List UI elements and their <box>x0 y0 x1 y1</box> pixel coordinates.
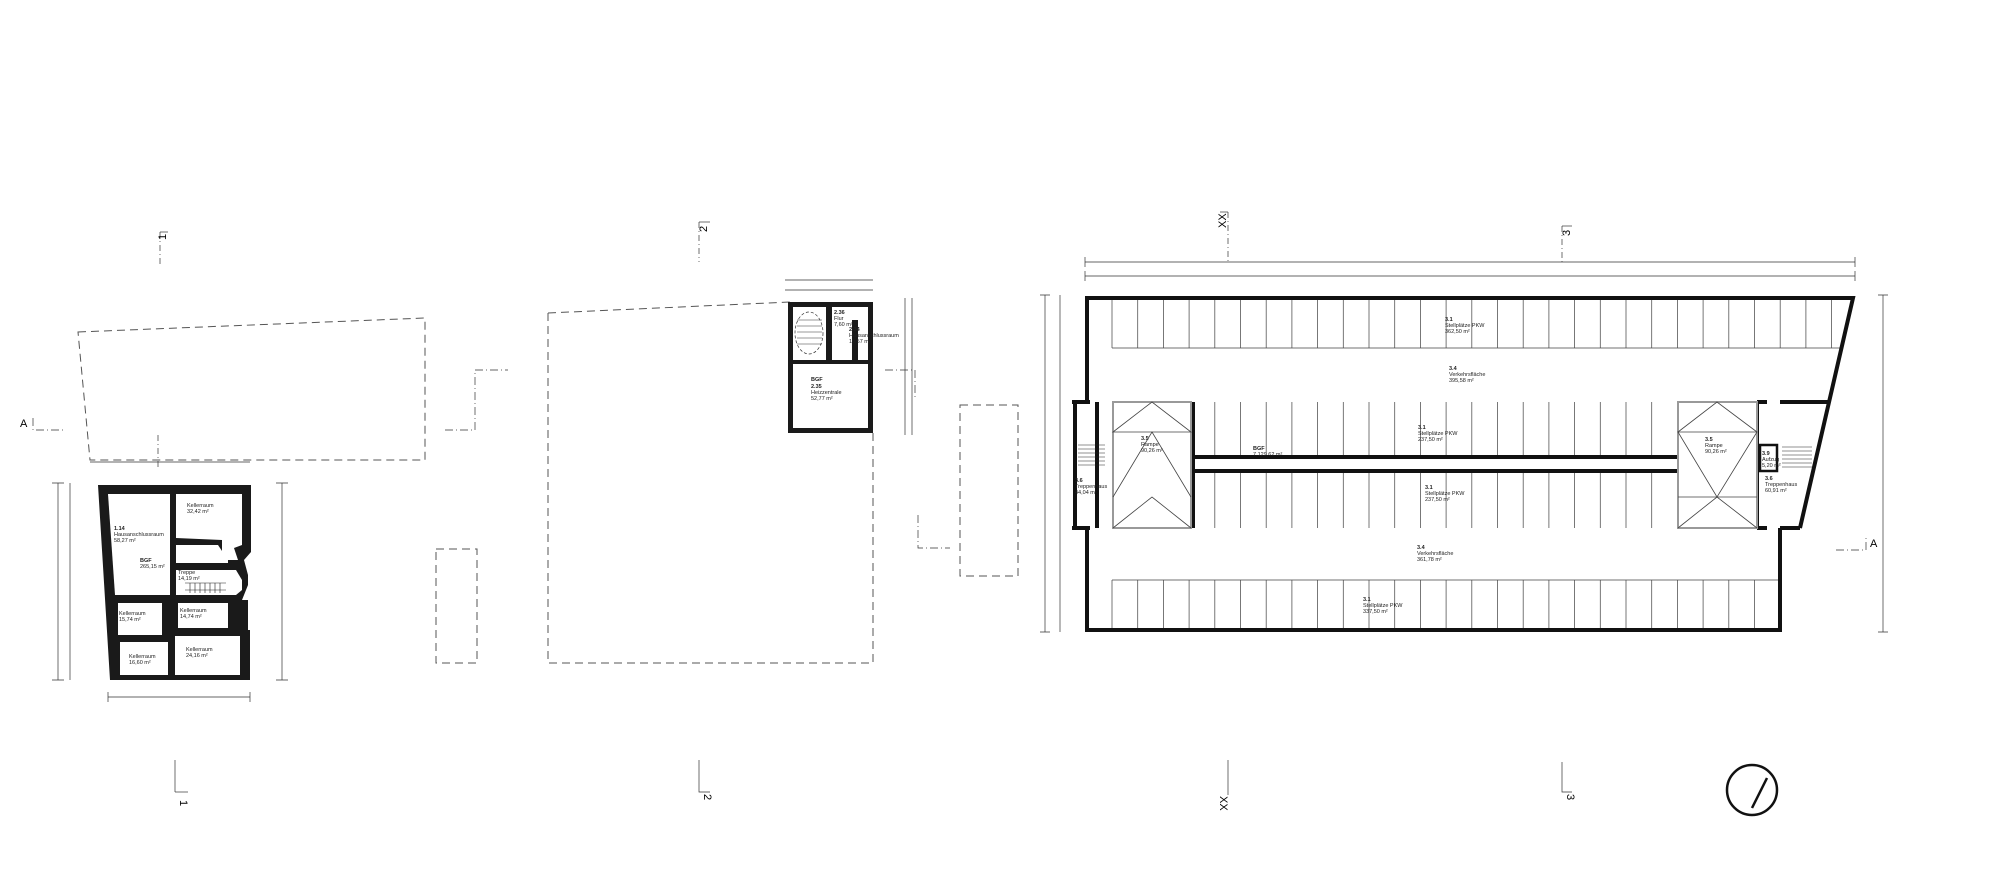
section-marker-a-left: A <box>20 418 64 431</box>
svg-text:Stellplätze PKW: Stellplätze PKW <box>1418 431 1458 437</box>
svg-text:BGF: BGF <box>811 377 823 383</box>
svg-text:Kellerraum: Kellerraum <box>187 503 214 509</box>
svg-text:265,15 m²: 265,15 m² <box>140 564 165 570</box>
svg-text:3.6: 3.6 <box>1075 478 1083 484</box>
svg-text:16,60 m²: 16,60 m² <box>129 660 151 666</box>
svg-text:BGF: BGF <box>140 558 152 564</box>
svg-text:90,26 m²: 90,26 m² <box>1705 449 1727 455</box>
svg-text:Kellerraum: Kellerraum <box>129 654 156 660</box>
garage-building <box>1040 257 1888 633</box>
svg-text:Aufzug: Aufzug <box>1762 457 1779 463</box>
north-arrow-icon <box>1725 763 1779 817</box>
svg-text:3.5: 3.5 <box>1705 437 1713 443</box>
svg-text:7.129,62 m²: 7.129,62 m² <box>1253 452 1283 458</box>
svg-text:44,04 m²: 44,04 m² <box>1075 490 1097 496</box>
svg-text:Heizzentrale: Heizzentrale <box>811 390 842 396</box>
svg-text:24,16 m²: 24,16 m² <box>186 653 208 659</box>
svg-text:15,74 m²: 15,74 m² <box>119 617 141 623</box>
svg-text:14,19 m²: 14,19 m² <box>178 576 200 582</box>
svg-text:Treppenhaus: Treppenhaus <box>1075 484 1107 490</box>
svg-text:3.9: 3.9 <box>1762 451 1770 457</box>
svg-text:3: 3 <box>1561 230 1573 236</box>
svg-text:2: 2 <box>698 226 710 232</box>
section-marker-a-right: A <box>1836 538 1878 551</box>
svg-text:XX: XX <box>1217 796 1229 811</box>
svg-text:Rampe: Rampe <box>1705 443 1723 449</box>
svg-text:2: 2 <box>701 794 713 800</box>
svg-text:1.14: 1.14 <box>114 526 126 532</box>
middle-right-outline <box>917 404 1019 577</box>
svg-text:2.36: 2.36 <box>834 310 845 316</box>
svg-text:1: 1 <box>177 800 189 806</box>
svg-text:Hausanschlussraum: Hausanschlussraum <box>849 333 899 339</box>
svg-text:3.1: 3.1 <box>1445 317 1453 323</box>
svg-text:58,27 m²: 58,27 m² <box>114 538 136 544</box>
svg-text:A: A <box>1870 538 1878 550</box>
svg-text:Hausanschlussraum: Hausanschlussraum <box>114 532 164 538</box>
svg-text:Stellplätze PKW: Stellplätze PKW <box>1363 603 1403 609</box>
svg-text:BGF: BGF <box>1253 446 1265 452</box>
svg-text:Treppe: Treppe <box>178 570 195 576</box>
svg-text:362,50 m²: 362,50 m² <box>1445 329 1470 335</box>
svg-text:7,60 m²: 7,60 m² <box>834 322 853 328</box>
svg-text:3.1: 3.1 <box>1418 425 1426 431</box>
svg-text:Rampe: Rampe <box>1141 442 1159 448</box>
svg-text:Kellerraum: Kellerraum <box>180 608 207 614</box>
svg-text:2.34: 2.34 <box>849 327 861 333</box>
svg-text:60,91 m²: 60,91 m² <box>1765 488 1787 494</box>
svg-text:5,20 m²: 5,20 m² <box>1762 463 1781 469</box>
svg-text:3.6: 3.6 <box>1765 476 1773 482</box>
svg-text:3.4: 3.4 <box>1449 366 1458 372</box>
parking-stalls <box>1111 298 1832 630</box>
section-marker-2: 2 2 <box>698 221 713 800</box>
svg-text:XX: XX <box>1217 213 1229 228</box>
svg-text:52,77 m²: 52,77 m² <box>811 396 833 402</box>
svg-text:3: 3 <box>1564 794 1576 800</box>
svg-text:395,58 m²: 395,58 m² <box>1449 378 1474 384</box>
svg-text:Stellplätze PKW: Stellplätze PKW <box>1425 491 1465 497</box>
svg-text:3.5: 3.5 <box>1141 436 1149 442</box>
svg-text:A: A <box>20 418 28 430</box>
svg-text:Kellerraum: Kellerraum <box>119 611 146 617</box>
section-marker-1: 1 1 <box>157 231 189 806</box>
middle-room-labels: 2.36 Flur 7,60 m² 2.34 Hausanschlussraum… <box>811 310 899 402</box>
svg-text:337,50 m²: 337,50 m² <box>1363 609 1388 615</box>
svg-text:32,42 m²: 32,42 m² <box>187 509 209 515</box>
svg-text:Kellerraum: Kellerraum <box>186 647 213 653</box>
svg-text:1: 1 <box>157 234 169 240</box>
section-marker-xx: XX XX <box>1217 211 1229 811</box>
svg-text:Verkehrsfläche: Verkehrsfläche <box>1449 372 1485 378</box>
svg-text:10,57 m²: 10,57 m² <box>849 339 871 345</box>
left-building <box>52 317 426 702</box>
svg-text:Flur: Flur <box>834 316 844 322</box>
svg-text:14,74 m²: 14,74 m² <box>180 614 202 620</box>
svg-text:Verkehrsfläche: Verkehrsfläche <box>1417 551 1453 557</box>
svg-text:237,50 m²: 237,50 m² <box>1425 497 1450 503</box>
left-room-labels: 1.14 Hausanschlussraum 58,27 m² Kellerra… <box>114 503 214 666</box>
svg-text:237,50 m²: 237,50 m² <box>1418 437 1443 443</box>
svg-text:Stellplätze PKW: Stellplätze PKW <box>1445 323 1485 329</box>
svg-text:2.35: 2.35 <box>811 384 822 390</box>
middle-building <box>435 279 916 664</box>
svg-text:361,78 m²: 361,78 m² <box>1417 557 1442 563</box>
svg-text:Treppenhaus: Treppenhaus <box>1765 482 1797 488</box>
svg-text:3.4: 3.4 <box>1417 545 1426 551</box>
svg-text:3.1: 3.1 <box>1363 597 1371 603</box>
section-marker-3: 3 3 <box>1561 225 1576 800</box>
garage-room-labels: 3.1 Stellplätze PKW 362,50 m² 3.4 Verkeh… <box>1075 317 1797 615</box>
svg-text:3.1: 3.1 <box>1425 485 1433 491</box>
svg-text:90,26 m²: 90,26 m² <box>1141 448 1163 454</box>
